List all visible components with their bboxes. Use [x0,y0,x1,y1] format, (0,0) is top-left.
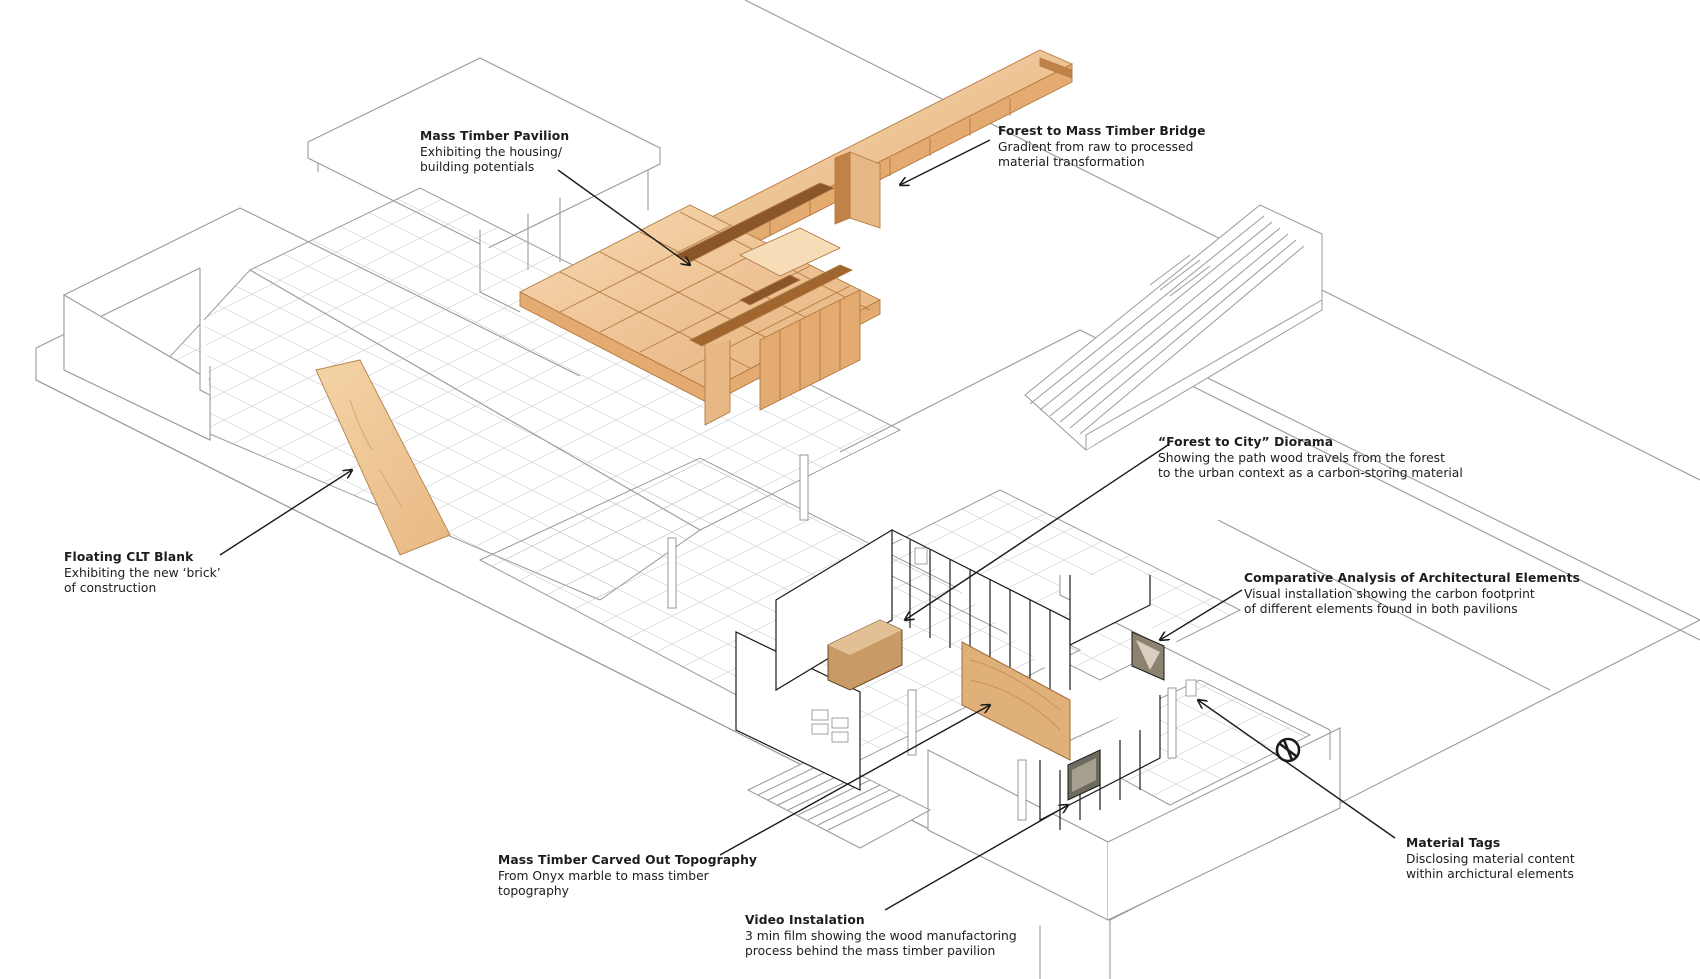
site-outline [35,0,1700,979]
label-desc-line: material transformation [998,155,1145,169]
stairs-right [1024,204,1323,451]
label-title: Video Instalation [745,913,865,927]
label-video-installation: Video Instalation 3 min film showing the… [745,913,1017,960]
label-title: Forest to Mass Timber Bridge [998,124,1206,138]
video-screen [1067,749,1101,801]
clt-blank [315,359,451,556]
wall-panels [811,547,1197,743]
label-title: Comparative Analysis of Architectural El… [1244,571,1580,585]
label-title: Mass Timber Pavilion [420,129,570,143]
label-title: Floating CLT Blank [64,550,194,564]
diorama [827,619,903,691]
label-forest-to-city-diorama: “Forest to City” Diorama Showing the pat… [1158,435,1463,482]
label-desc-line: to the urban context as a carbon-storing… [1158,466,1463,480]
leader-lines [219,139,1396,911]
label-desc-line: Exhibiting the new ‘brick’ [64,565,221,580]
label-forest-to-mass-timber-bridge: Forest to Mass Timber Bridge Gradient fr… [998,124,1206,171]
label-desc-line: Visual installation showing the carbon f… [1244,586,1535,601]
label-floating-clt-blank: Floating CLT Blank Exhibiting the new ‘b… [64,550,221,597]
label-desc-line: 3 min film showing the wood manufactorin… [745,928,1017,943]
label-desc-line: Disclosing material content [1406,851,1575,866]
label-title: Mass Timber Carved Out Topography [498,853,758,867]
label-desc-line: of different elements found in both pavi… [1244,602,1518,616]
label-desc-line: process behind the mass timber pavilion [745,944,996,958]
label-material-tags: Material Tags Disclosing material conten… [1406,836,1575,883]
carved-topography [961,641,1071,761]
label-mass-timber-pavilion: Mass Timber Pavilion Exhibiting the hous… [420,129,569,176]
label-desc-line: topography [498,884,569,898]
label-comparative-analysis: Comparative Analysis of Architectural El… [1244,571,1580,618]
label-title: Material Tags [1406,836,1501,850]
timber-pavilion [519,182,881,426]
label-desc-line: Exhibiting the housing/ [420,144,562,159]
label-desc-line: of construction [64,581,157,595]
label-desc-line: within archictural elements [1406,867,1574,881]
label-desc-line: From Onyx marble to mass timber [498,868,709,883]
label-title: “Forest to City” Diorama [1158,435,1334,449]
label-desc-line: Showing the path wood travels from the f… [1158,450,1445,465]
label-desc-line: building potentials [420,160,535,174]
tag-icon [1275,737,1301,763]
label-carved-topography: Mass Timber Carved Out Topography From O… [498,853,757,900]
label-desc-line: Gradient from raw to processed [998,139,1194,154]
comparative-panel [1131,631,1165,681]
